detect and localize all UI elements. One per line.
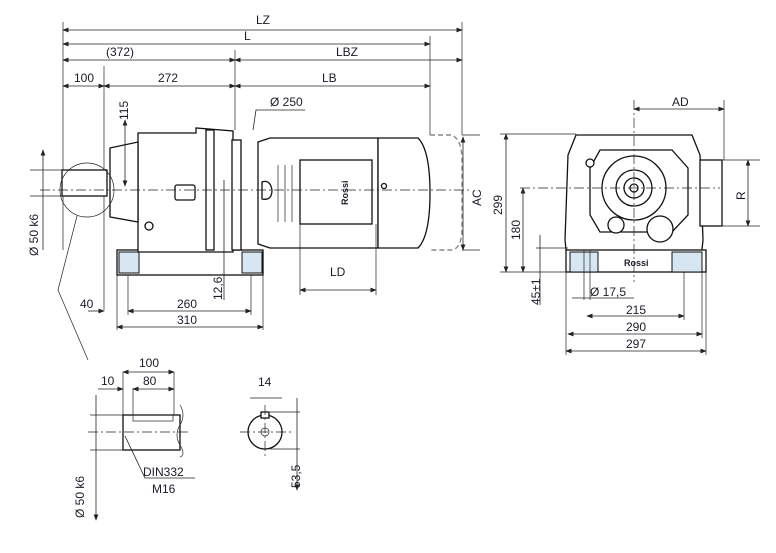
detail-m16: M16 [152,482,176,496]
dim-shaft-dia: Ø 50 k6 [27,214,41,256]
dim-115: 115 [117,101,131,120]
detail-shaft-dia: Ø 50 k6 [73,476,87,518]
motor-fins [277,165,293,222]
side-view: Rossi 115 Ø 250 AC LD 12,6 40 260 310 Ø … [27,95,484,361]
top-dimensions: LZ L (372) LBZ 100 272 LB [62,13,463,310]
detail-dim-14: 14 [258,375,272,389]
dim-260: 260 [177,297,197,311]
dim-lbz: LBZ [336,45,358,59]
dim-12-6: 12,6 [211,276,225,300]
dim-40: 40 [80,297,94,311]
dim-l: L [244,29,251,43]
dim-ad: AD [672,95,689,109]
detail-dim-100: 100 [139,356,159,370]
dim-flange-dia: Ø 250 [270,95,303,109]
dim-ac: AC [470,189,484,206]
detail-din: DIN332 [143,465,184,479]
dim-290: 290 [626,320,646,334]
end-view: Rossi AD R 299 180 45±1 Ø 17,5 215 290 2… [491,95,760,355]
dim-272: 272 [158,71,178,85]
dim-lb: LB [322,71,337,85]
detail-dim-80: 80 [143,374,157,388]
dim-45: 45±1 [529,278,543,305]
detail-dim-53-5: 53,5 [289,464,303,488]
dim-310: 310 [177,313,197,327]
end-logo: Rossi [624,258,649,268]
motor-logo: Rossi [340,180,350,205]
dim-ld: LD [330,265,346,279]
dim-hole-dia: Ø 17,5 [590,285,626,299]
dim-215: 215 [626,303,646,317]
shaft-detail: 100 10 80 Ø 50 k6 DIN332 M16 14 53,5 [73,356,303,521]
dim-297: 297 [626,337,646,351]
dim-180: 180 [509,220,523,240]
dim-lz: LZ [256,13,270,27]
dim-100: 100 [74,71,94,85]
dim-r: R [734,191,748,200]
dim-299: 299 [491,195,505,215]
detail-dim-10: 10 [101,374,115,388]
dim-372: (372) [106,45,134,59]
